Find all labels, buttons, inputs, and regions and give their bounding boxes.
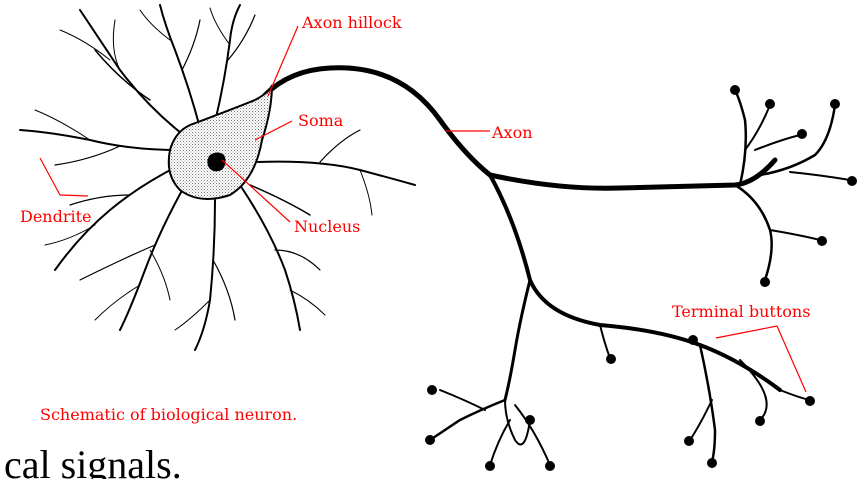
nucleus-label: Nucleus — [294, 217, 360, 236]
terminal-buttons-label: Terminal buttons — [672, 302, 810, 321]
axon-hillock-label: Axon hillock — [301, 13, 402, 32]
axon — [265, 68, 850, 465]
background-text-fragment: cal signals. — [4, 442, 182, 479]
soma-label: Soma — [298, 111, 344, 130]
nucleus-shape — [207, 153, 225, 172]
terminal-buttons — [425, 85, 857, 471]
axon-label: Axon — [491, 123, 533, 142]
diagram-caption: Schematic of biological neuron. — [40, 405, 297, 424]
dendrite-label: Dendrite — [20, 207, 92, 226]
